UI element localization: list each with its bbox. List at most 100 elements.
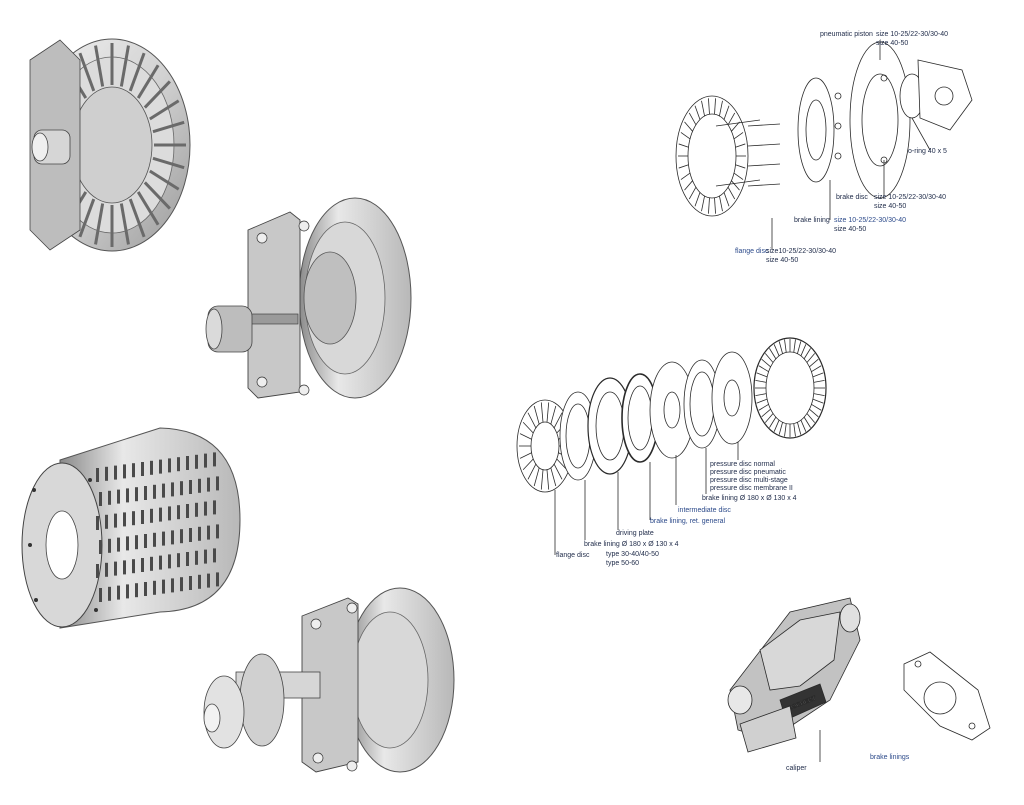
label-size-lining-b: size 40-50 (834, 226, 867, 233)
label-o-ring: o-ring 40 x 5 (908, 148, 947, 155)
fin-line (78, 52, 96, 92)
drum-slot (135, 535, 138, 550)
fin-line (735, 143, 746, 148)
drum-slot (144, 582, 147, 596)
drum-slot (168, 458, 171, 473)
drum-slot (132, 511, 135, 526)
fin-line (809, 358, 819, 368)
drum-slot (177, 505, 180, 520)
drum-slot (207, 573, 210, 588)
label-caliper: caliper (786, 765, 807, 772)
drum-slot (153, 532, 156, 547)
fin-line (533, 467, 540, 487)
drum-slot (171, 530, 174, 545)
label-brake-lining-ring: brake lining Ø 180 x Ø 130 x 4 (702, 495, 797, 502)
fin-line (806, 413, 816, 423)
fin-line (778, 422, 783, 435)
drum-slot (195, 454, 198, 469)
drum-slot (168, 506, 171, 521)
fin-line (519, 433, 532, 440)
drum-slot (204, 501, 207, 516)
label-brake-lining-mid: brake lining Ø 180 x Ø 130 x 4 (584, 541, 679, 548)
drum-slot (126, 536, 129, 551)
fin-line (797, 341, 802, 354)
drum-slot (144, 534, 147, 548)
fin-line (769, 348, 777, 360)
fin-line (778, 341, 783, 354)
fin-line (527, 463, 537, 480)
drum-slot (180, 481, 183, 496)
drum-slot (180, 577, 183, 592)
fin-line (143, 181, 171, 210)
drum-slot (159, 459, 162, 474)
drum-slot (96, 468, 99, 482)
label-flange-disc-mid: flange disc (556, 552, 590, 559)
drum-slot (195, 502, 198, 517)
drum-slot (96, 564, 99, 578)
drum-slot (216, 572, 219, 587)
drum-slot (105, 562, 108, 577)
label-brake-lining-top: brake lining (794, 217, 830, 224)
label-pressure-disc-normal: pressure disc normal (710, 461, 775, 468)
fin-line (784, 339, 787, 353)
label-brake-lining-ret: brake lining, ret. general (650, 518, 726, 525)
drum-slot (207, 525, 210, 540)
drum-slot (213, 500, 216, 515)
label-type-b: type 50-60 (606, 560, 640, 567)
drum-slot (207, 477, 210, 492)
fin-line (811, 365, 822, 372)
drum-slot (105, 514, 108, 529)
fin-line (813, 379, 825, 383)
label-size-mid-a: size 10-25/22-30/30-40 (874, 194, 946, 201)
fin-line (119, 203, 130, 245)
drum-slot (195, 550, 198, 565)
fin-line (152, 156, 185, 170)
label-size-top-a: size 10-25/22-30/30-40 (876, 31, 948, 38)
fin-line (680, 132, 691, 140)
fin-line (733, 172, 744, 180)
fin-line (758, 404, 769, 411)
fin-line (735, 164, 746, 169)
fin-line (761, 358, 771, 368)
fin-line (800, 344, 807, 357)
drum-slot (126, 584, 129, 599)
drum-slot (117, 585, 120, 600)
fin-line (128, 198, 146, 238)
fin-line (684, 121, 693, 132)
fin-line (556, 458, 568, 471)
drum-slot (117, 489, 120, 504)
drum-slot (168, 554, 171, 569)
label-driving-plate: driving plate (616, 530, 654, 537)
fin-line (784, 423, 787, 437)
fin-line (773, 344, 780, 357)
drum-slot (114, 513, 117, 528)
drum-slot (135, 487, 138, 502)
fin-line (533, 405, 540, 425)
drum-slot (132, 559, 135, 574)
fin-line (731, 180, 740, 191)
drum-slot (123, 560, 126, 575)
fin-line (803, 416, 811, 428)
drum-slot (177, 553, 180, 568)
fin-line (756, 398, 768, 404)
drum-slot (171, 578, 174, 593)
fin-line (527, 412, 537, 429)
fin-line (727, 112, 736, 125)
label-size-mid-b: size 40-50 (874, 203, 907, 210)
vented-flange-disc-render (29, 38, 191, 252)
drum-slot (123, 512, 126, 527)
fin-line (708, 197, 710, 214)
label-size-top-b: size 40-50 (876, 40, 909, 47)
fin-line (553, 463, 563, 480)
drum-slot (150, 460, 153, 475)
fin-line (755, 393, 767, 397)
drum-slot (198, 574, 201, 589)
fin-line (678, 143, 689, 148)
drum-slot (114, 561, 117, 576)
drum-slot (198, 478, 201, 493)
label-brake-linings: brake linings (870, 754, 910, 761)
fin-line (136, 191, 160, 226)
fin-line (546, 469, 550, 490)
fin-line (701, 100, 705, 117)
fin-line (684, 180, 693, 191)
